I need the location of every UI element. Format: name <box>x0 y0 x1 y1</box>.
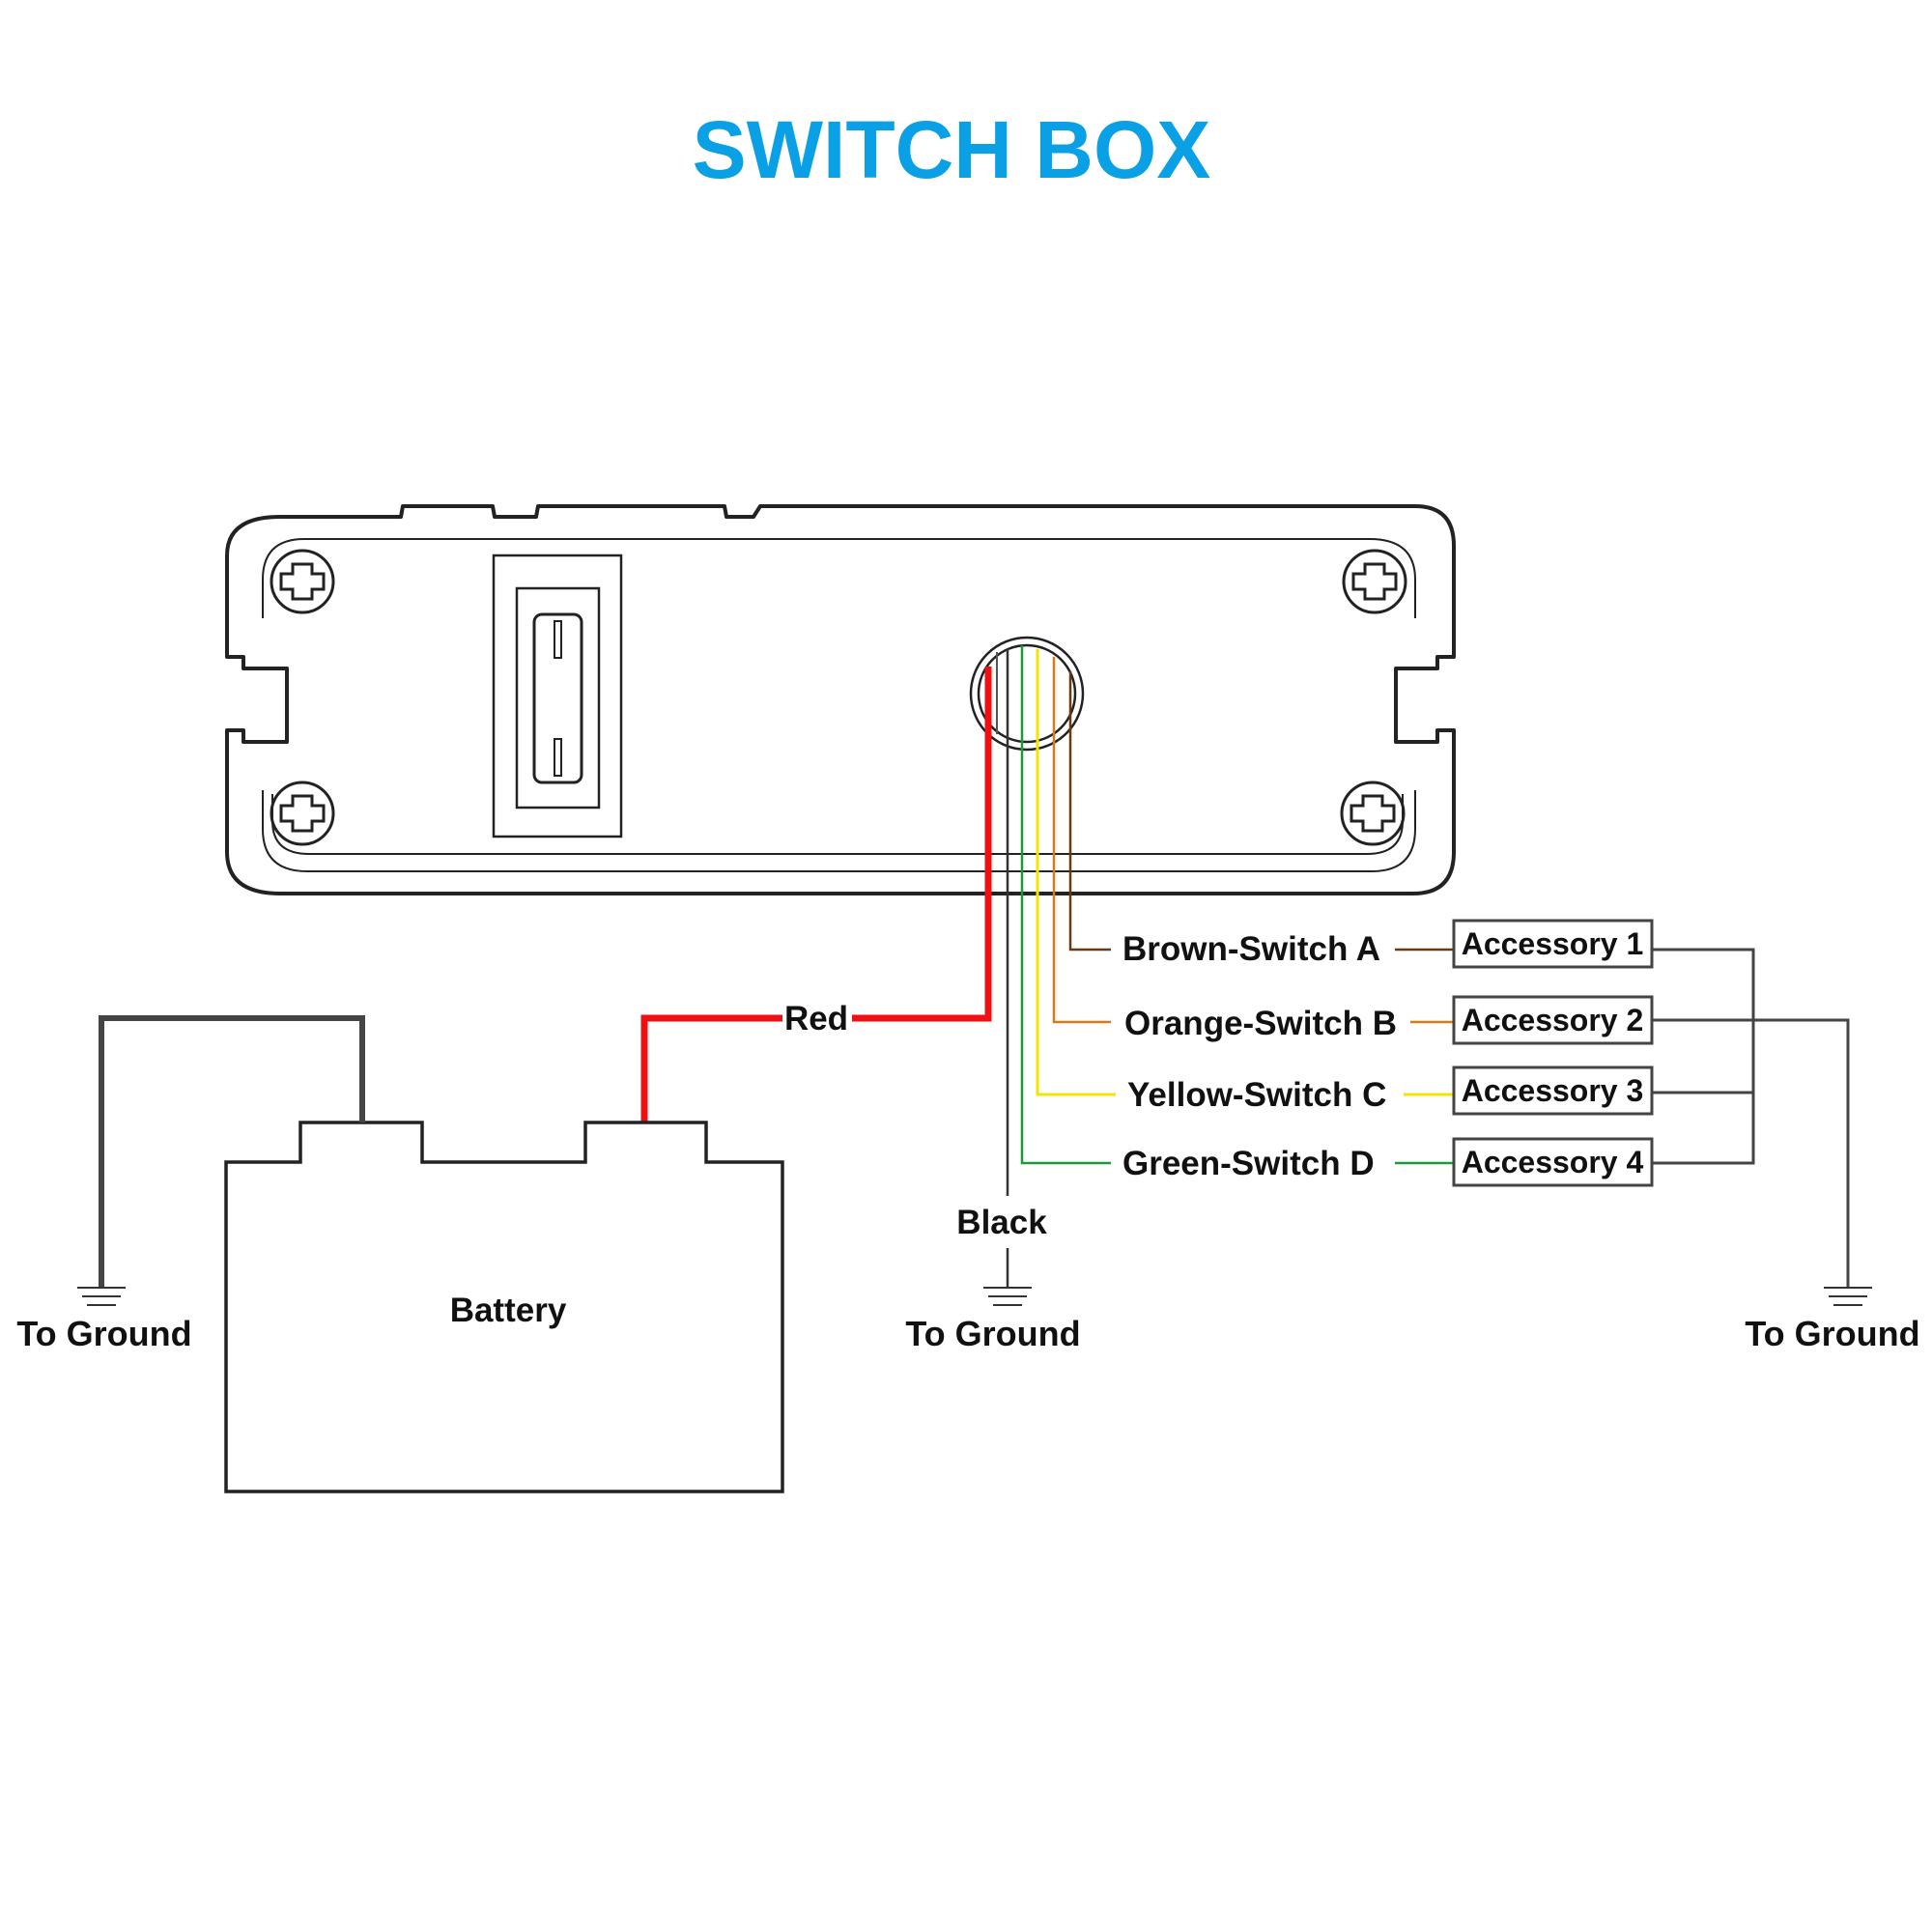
orange-wire-label: Orange-Switch B <box>1124 1005 1397 1042</box>
brown-wire <box>1068 671 1111 952</box>
fuse-holder <box>492 554 623 838</box>
screw-bottom-left-icon <box>270 781 335 846</box>
accessory-3: Accessory 3 <box>1452 1065 1654 1116</box>
battery <box>224 1121 784 1493</box>
battery-ground-wire <box>99 1015 365 1288</box>
yellow-wire-label: Yellow-Switch C <box>1127 1076 1386 1114</box>
red-wire-label: Red <box>784 1000 848 1037</box>
orange-wire <box>1052 657 1111 1024</box>
screw-top-left-icon <box>270 549 335 614</box>
diagram-title: SWITCH BOX <box>693 104 1211 195</box>
accessory-4: Accessory 4 <box>1452 1137 1654 1187</box>
accessory-label: Accessory 1 <box>1462 926 1644 961</box>
green-wire-label: Green-Switch D <box>1122 1145 1375 1182</box>
accessory-2: Accessory 2 <box>1452 995 1654 1045</box>
ground-label-right: To Ground <box>1745 1314 1919 1353</box>
accessory-ground-bus <box>1652 948 1850 1288</box>
red-wire <box>852 667 992 1022</box>
accessory-label: Accessory 2 <box>1462 1003 1644 1037</box>
switch-box-inner-panel <box>262 538 1416 872</box>
red-wire-battery-lead <box>640 1014 782 1122</box>
accessory-label: Accessory 4 <box>1462 1145 1644 1179</box>
accessory-1: Accessory 1 <box>1452 919 1654 969</box>
screw-bottom-right-icon <box>1340 781 1406 846</box>
yellow-wire <box>1036 649 1116 1096</box>
ground-left-icon <box>77 1287 126 1306</box>
accessory-label: Accessory 3 <box>1462 1073 1644 1108</box>
cable-grommet <box>969 636 1085 752</box>
green-wire <box>1020 645 1111 1165</box>
ground-center-icon <box>983 1287 1032 1306</box>
ground-right-icon <box>1824 1287 1872 1306</box>
ground-label-center: To Ground <box>905 1314 1080 1353</box>
ground-label-left: To Ground <box>16 1314 191 1353</box>
battery-label: Battery <box>450 1292 567 1329</box>
black-wire-label: Black <box>956 1204 1047 1241</box>
switch-box-housing <box>225 504 1456 895</box>
screw-top-right-icon <box>1342 549 1407 614</box>
brown-wire-label: Brown-Switch A <box>1122 930 1380 968</box>
